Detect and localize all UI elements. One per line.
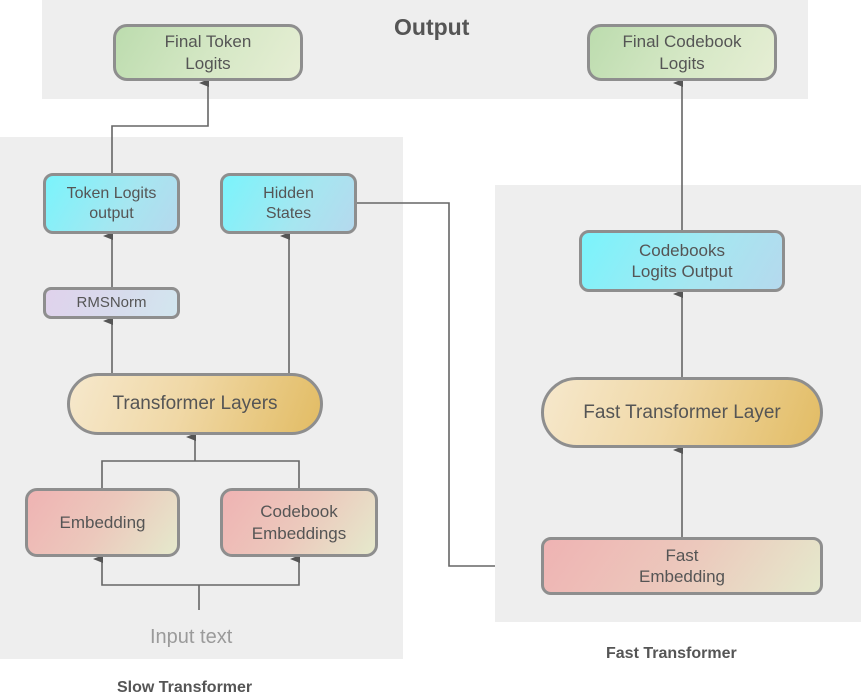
node-label-line: Codebooks: [638, 240, 725, 260]
node-label-line: Transformer Layers: [112, 393, 278, 415]
node-label-line: RMSNorm: [76, 293, 147, 311]
node-label-line: Embeddings: [251, 523, 347, 543]
node-label-line: Embedding: [59, 512, 146, 532]
node-label-line: States: [265, 204, 312, 222]
node-label-line: Hidden: [263, 184, 314, 202]
slow-transformer-group-title: Slow Transformer: [117, 679, 253, 696]
fast-transformer-group-title: Fast Transformer: [606, 645, 737, 662]
token-logits-output-node: Token Logits output: [43, 173, 180, 234]
edge-codebook-embeddings-to-transformer: [195, 460, 300, 488]
node-label-line: Final Codebook: [622, 32, 742, 52]
edge-token-logits-to-final: [111, 79, 209, 173]
output-group-title: Output: [394, 14, 470, 40]
node-label-line: Logits: [659, 53, 705, 73]
node-label-line: output: [89, 204, 134, 222]
node-label-line: Fast: [665, 545, 699, 565]
transformer-layers-node: Transformer Layers: [67, 373, 323, 435]
edge-input-to-embedding: [93, 555, 199, 586]
node-label-line: Logits Output: [631, 262, 733, 281]
node-label-line: Token Logits: [66, 184, 157, 202]
node-label-line: Codebook: [260, 502, 338, 522]
edge-input-to-codebook-embeddings: [199, 555, 300, 586]
edge-embedding-to-transformer: [101, 460, 195, 488]
node-label-line: Logits: [185, 53, 231, 73]
node-label-line: Fast Transformer Layer: [583, 401, 781, 423]
edge-hidden-states-to-fast-embedding: [357, 202, 495, 567]
input-text-label: Input text: [150, 626, 233, 648]
node-label-line: Final Token: [164, 32, 252, 52]
rmsnorm-node: RMSNorm: [43, 287, 180, 319]
node-label-line: Embedding: [638, 567, 725, 586]
fast-transformer-layer-node: Fast Transformer Layer: [541, 377, 823, 448]
embedding-node: Embedding: [25, 488, 180, 557]
